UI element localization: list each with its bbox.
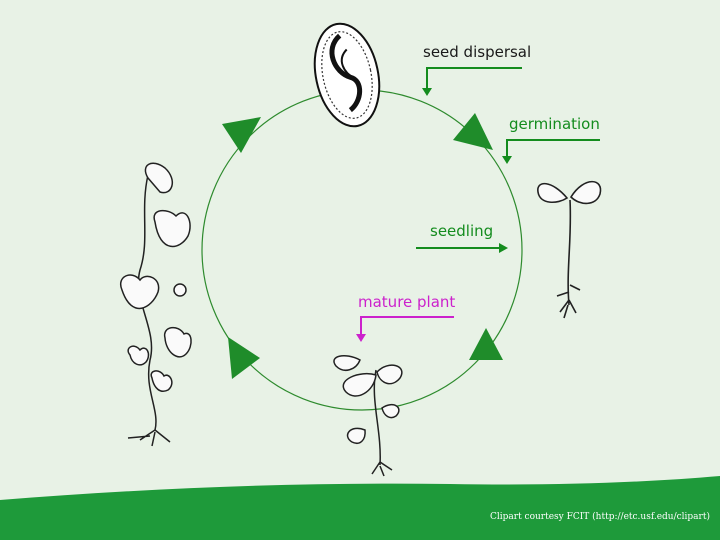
label-germination: germination bbox=[509, 115, 600, 133]
cycle-arrowhead-top-right bbox=[453, 113, 493, 150]
cycle-arrowhead-bottom-left bbox=[228, 337, 260, 379]
footer-wave bbox=[0, 476, 720, 540]
label-seed-dispersal: seed dispersal bbox=[423, 43, 532, 61]
sprout-icon bbox=[537, 180, 602, 319]
cycle-arrowhead-bottom-right bbox=[469, 328, 503, 360]
mature-vine-icon bbox=[119, 162, 192, 447]
callout-mature-plant bbox=[356, 316, 454, 342]
seed-icon bbox=[313, 22, 381, 128]
label-mature-plant: mature plant bbox=[358, 293, 456, 311]
label-seedling: seedling bbox=[430, 222, 494, 240]
callout-germination bbox=[502, 139, 600, 164]
clipart-credit: Clipart courtesy FCIT (http://etc.usf.ed… bbox=[490, 512, 710, 522]
young-plant-icon bbox=[333, 354, 403, 477]
cycle-arrowhead-top-left bbox=[222, 117, 261, 153]
callout-seed-dispersal bbox=[422, 67, 522, 96]
callout-seedling bbox=[416, 243, 508, 253]
